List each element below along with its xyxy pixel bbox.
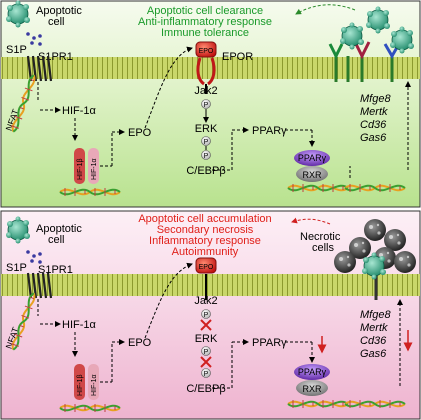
top-hif1b-label: HIF-1β	[77, 158, 84, 180]
necrotic-cell-icon-5	[334, 251, 356, 273]
bottom-epo-ligand-label: EPO	[199, 264, 214, 271]
bottom-hif1a-label: HIF-1α	[62, 319, 97, 331]
necrotic-label-1: Necrotic	[300, 231, 341, 243]
bottom-phospho-2-label: P	[204, 349, 209, 356]
bottom-jak2-label: Jak2	[194, 295, 217, 307]
top-phospho-3	[201, 150, 211, 160]
top-hif1a-label: HIF-1α	[62, 105, 97, 117]
top-phospho-3-label: P	[204, 153, 209, 160]
top-s1p-label: S1P	[6, 44, 27, 56]
top-gene-4: Gas6	[360, 132, 387, 144]
bottom-cebpb-label: C/EBPβ	[186, 383, 225, 395]
bottom-hif1b-bar	[74, 364, 85, 400]
top-gene-3: Cd36	[360, 119, 387, 131]
bottom-pparg-box-label: PPARγ	[298, 367, 327, 377]
necrotic-cell-icon-1	[364, 219, 386, 241]
bottom-erk-label: ERK	[195, 333, 218, 345]
bottom-hif1a-bar-label: HIF-1α	[91, 374, 98, 396]
top-hif1a-bar	[88, 148, 99, 184]
top-epo-gene-label: EPO	[128, 127, 152, 139]
top-epo-ligand	[195, 41, 217, 58]
top-pparg-protein	[294, 150, 330, 166]
top-phospho-2	[201, 136, 211, 146]
top-gene-2: Mertk	[360, 106, 388, 118]
bottom-block-2	[200, 356, 212, 368]
bottom-pparg-label: PPARγ	[252, 337, 287, 349]
top-phospho-2-label: P	[204, 139, 209, 146]
bottom-rxr-label: RXR	[302, 384, 322, 394]
bottom-gene-3: Cd36	[360, 335, 387, 347]
bottom-panel: Apoptotic cell accumulation Secondary ne…	[0, 210, 421, 420]
top-epor-label: EPOR	[222, 51, 253, 63]
top-cebpb-label: C/EBPβ	[186, 165, 225, 177]
bottom-s1p-dots	[26, 250, 42, 264]
bottom-gene-2: Mertk	[360, 322, 388, 334]
bottom-hif1a-bar	[88, 364, 99, 400]
top-gene-1: Mfge8	[360, 93, 391, 105]
bottom-pparg-protein	[294, 364, 330, 380]
top-s1p-dots	[26, 32, 42, 46]
bottom-s1pr1-receptor	[26, 272, 53, 299]
top-arrow-to-outcomes	[295, 4, 356, 15]
top-apoptotic-label-1: Apoptotic	[36, 5, 82, 17]
top-phospho-1-label: P	[204, 102, 209, 109]
bottom-block-1	[200, 319, 212, 331]
bottom-gene-4: Gas6	[360, 348, 387, 360]
top-jak2-label: Jak2	[194, 85, 217, 97]
top-s1pr1-receptor	[26, 55, 53, 82]
bottom-apoptotic-label-1: Apoptotic	[36, 223, 82, 235]
top-receptor-green	[328, 43, 344, 60]
bottom-s1pr1-label: S1PR1	[38, 264, 73, 276]
top-epo-ligand-label: EPO	[199, 48, 214, 55]
top-outcome-3: Immune tolerance	[161, 27, 249, 39]
bottom-outcome-1: Apoptotic cell accumulation	[138, 213, 271, 225]
top-hif1b-bar	[74, 148, 85, 184]
top-panel: Apoptotic cell clearance Anti-inflammato…	[0, 0, 421, 208]
top-apoptotic-label-2: cell	[48, 16, 65, 28]
top-outcome-1: Apoptotic cell clearance	[147, 5, 263, 17]
bottom-phospho-1-label: P	[204, 312, 209, 319]
top-arrow-epo-secretion	[144, 46, 193, 129]
bottom-phospho-3-label: P	[204, 371, 209, 378]
top-s1pr1-label: S1PR1	[38, 51, 73, 63]
top-receptor-red	[353, 41, 371, 60]
bottom-arrow-to-outcomes	[291, 217, 331, 225]
bottom-epo-ligand	[195, 257, 217, 274]
top-rxr-label: RXR	[302, 170, 322, 180]
bottom-outcome-4: Autoimmunity	[172, 246, 239, 258]
bottom-phospho-2	[201, 346, 211, 356]
bottom-epo-gene-label: EPO	[128, 337, 152, 349]
top-outcome-2: Anti-inflammatory response	[138, 16, 272, 28]
bottom-gene-1: Mfge8	[360, 309, 391, 321]
bottom-outcome-2: Secondary necrosis	[157, 224, 254, 236]
bottom-rxr-protein	[296, 380, 328, 396]
top-epor-receptor	[196, 57, 216, 86]
top-phospho-1	[201, 99, 211, 109]
bottom-outcome-3: Inflammatory response	[149, 235, 261, 247]
bottom-phospho-3	[201, 368, 211, 378]
bottom-arrow-epo-secretion	[144, 262, 193, 339]
top-rxr-protein	[296, 166, 328, 182]
bottom-s1p-label: S1P	[6, 262, 27, 274]
top-receptor-stems	[334, 56, 394, 82]
top-hif1a-bar-label: HIF-1α	[91, 158, 98, 180]
top-pparg-label: PPARγ	[252, 125, 287, 137]
top-erk-label: ERK	[195, 123, 218, 135]
necrotic-cell-icon-6	[394, 251, 416, 273]
necrotic-label-2: cells	[312, 242, 335, 254]
bottom-apoptotic-label-2: cell	[48, 234, 65, 246]
bottom-hif1b-label: HIF-1β	[77, 374, 84, 396]
bottom-phospho-1	[201, 309, 211, 319]
top-pparg-box-label: PPARγ	[298, 153, 327, 163]
top-membrane	[1, 57, 420, 79]
bottom-membrane	[1, 274, 420, 296]
